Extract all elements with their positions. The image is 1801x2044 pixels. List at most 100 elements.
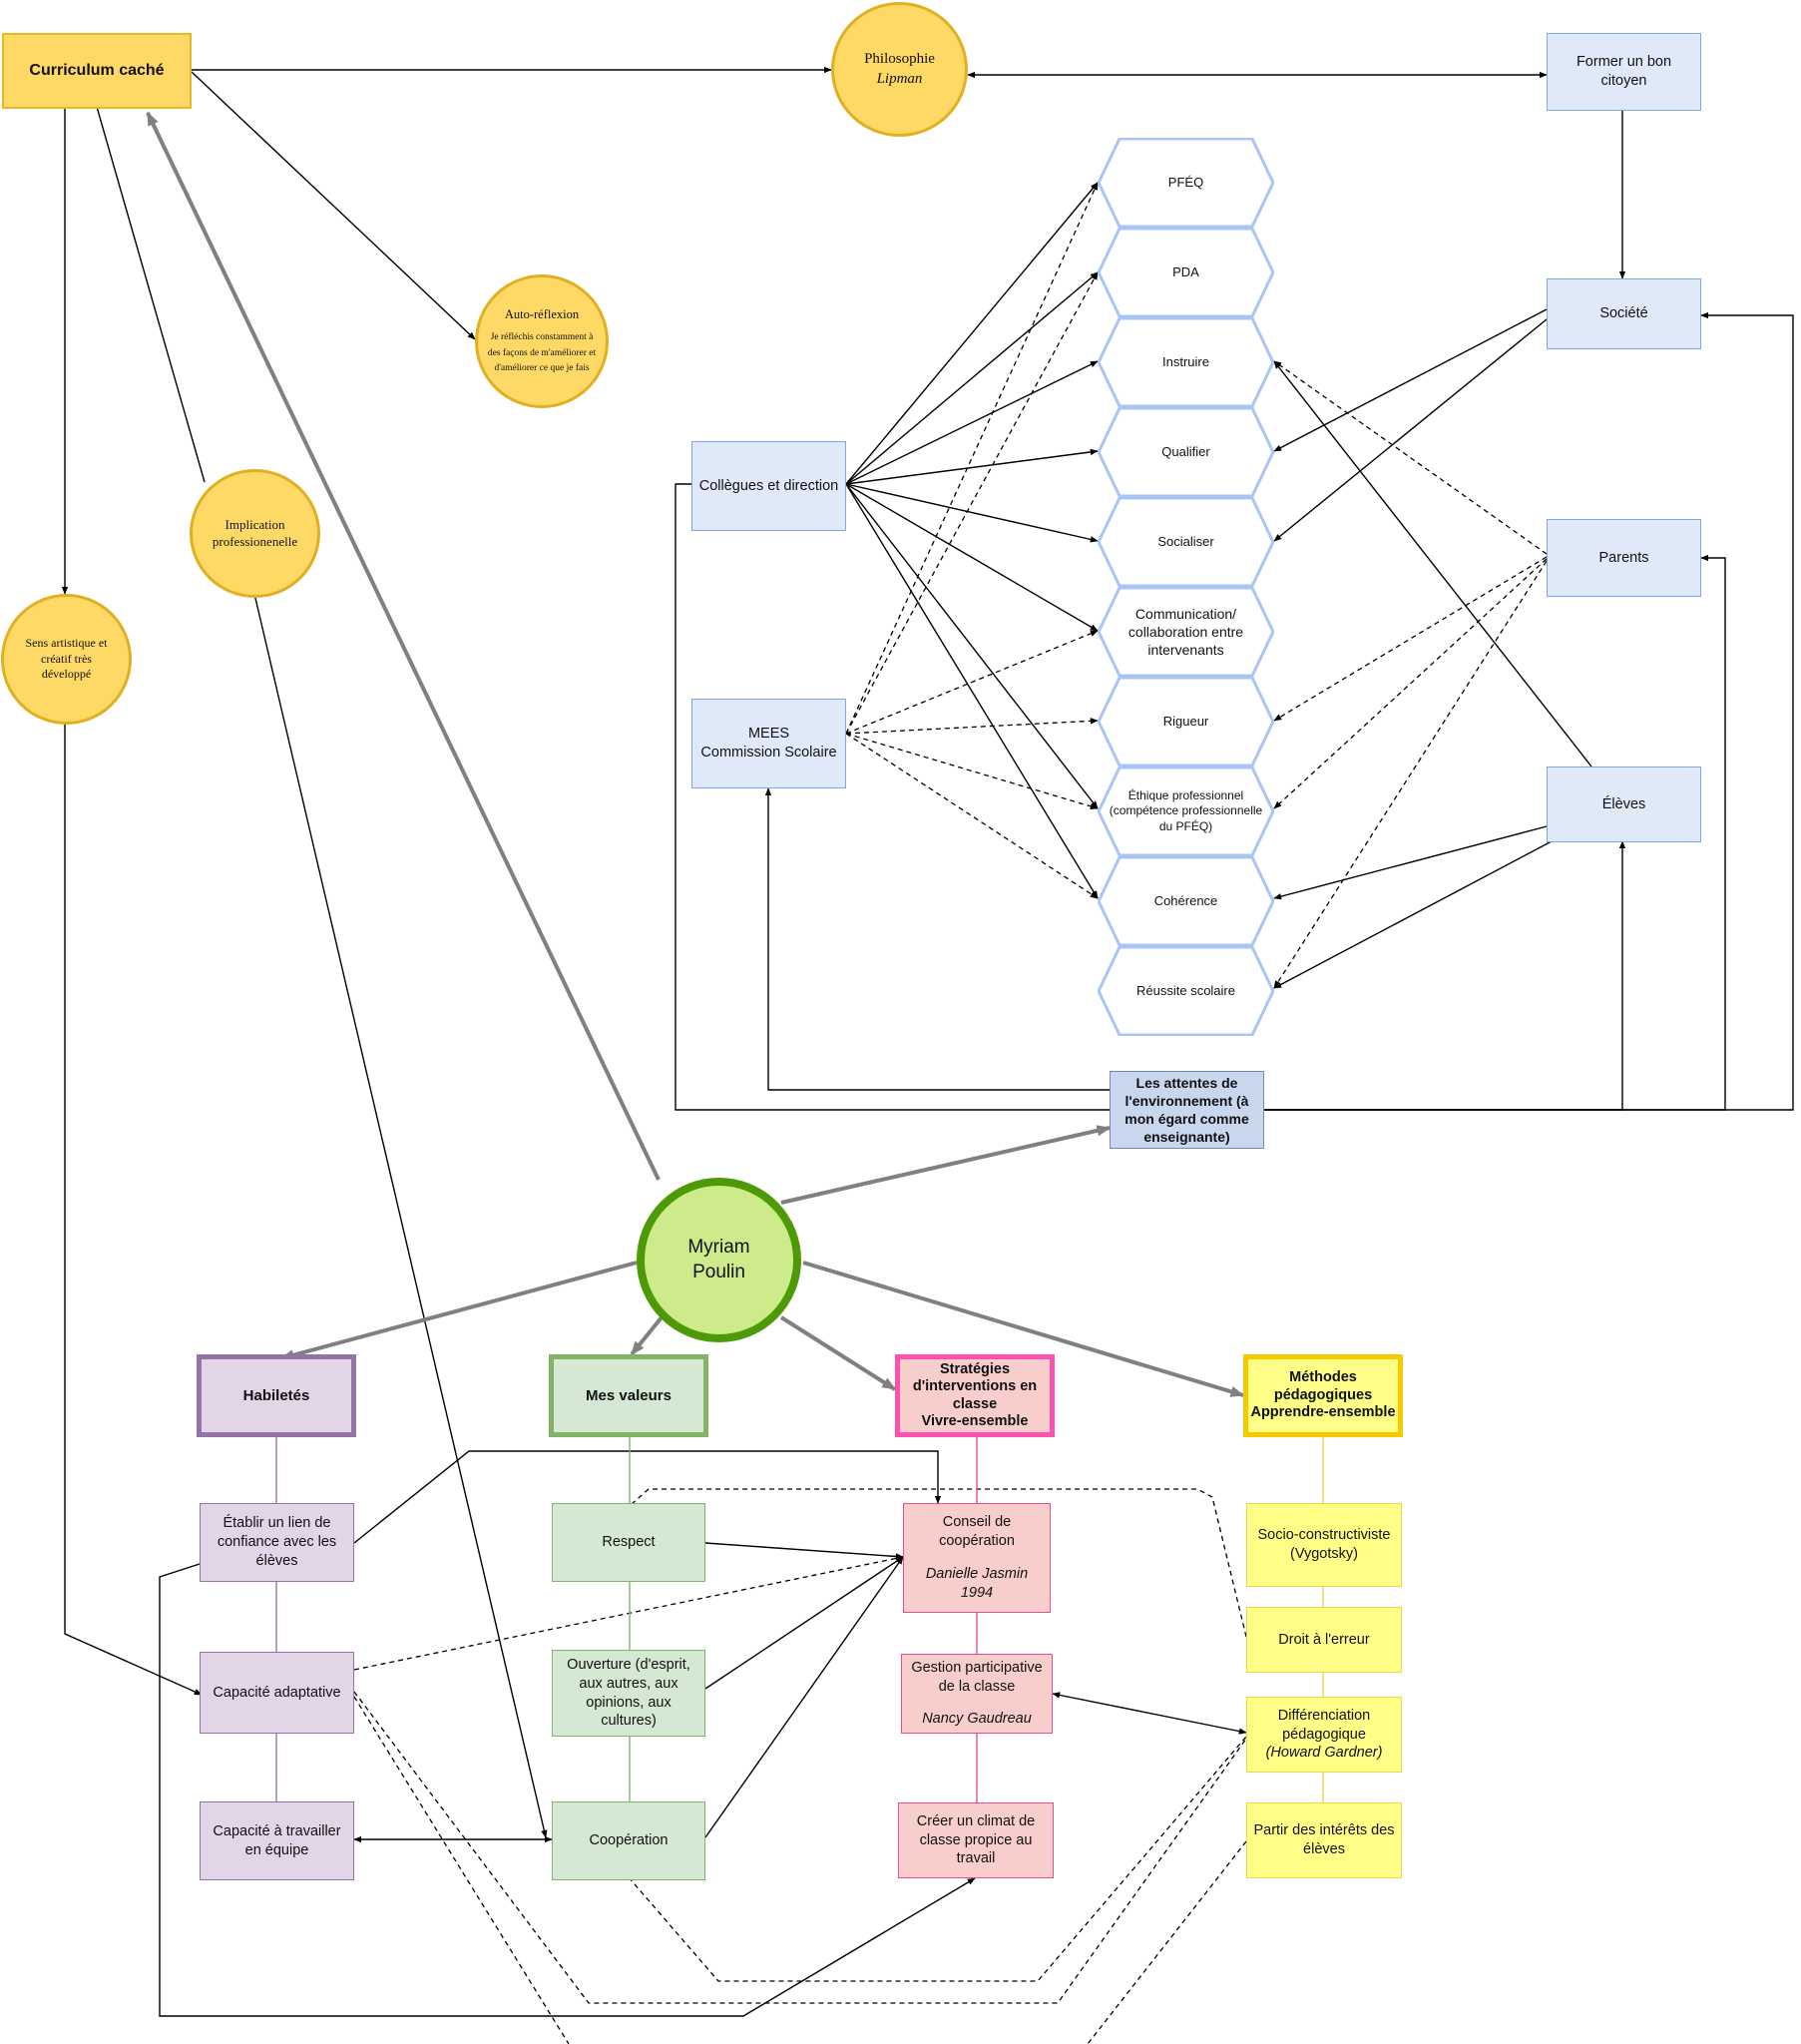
edge-attentes-eleves <box>1264 840 1626 1111</box>
hexagon-label-6: Rigueur <box>1162 713 1209 729</box>
societe-label: Société <box>1599 305 1648 322</box>
hexagon-label-7: Éthique professionnel (compétence profes… <box>1109 787 1263 833</box>
edge-sens-capacite <box>64 724 203 1696</box>
edge-gestion-diff <box>1052 1692 1247 1735</box>
hexagon-label-5: Communication/ collaboration entre inter… <box>1127 605 1244 659</box>
attentes-box[interactable]: Les attentes de l'environnement (à mon é… <box>1110 1071 1264 1149</box>
edge-curriculum-auto <box>191 71 476 340</box>
collegues-label: Collègues et direction <box>698 477 839 494</box>
hexagon-label-1: PDA <box>1172 263 1199 279</box>
hexagon-1[interactable]: PDA <box>1098 228 1274 317</box>
auto-reflexion-text: Je réfléchis constamment à des façons de… <box>487 332 597 373</box>
hexagon-0[interactable]: PFÉQ <box>1098 138 1274 228</box>
edge-respect-conseil <box>704 1542 904 1560</box>
philosophie-label: Philosophie <box>864 51 935 67</box>
methodes-header-label: Méthodes pédagogiques Apprendre-ensemble <box>1250 1369 1396 1421</box>
hexagon-9[interactable]: Réussite scolaire <box>1098 946 1274 1036</box>
hexagon-2[interactable]: Instruire <box>1098 317 1274 407</box>
edge-implication-cooperation <box>253 593 548 1838</box>
edge-central-habiletes <box>279 1261 638 1361</box>
implication-circle[interactable]: Implication professionenelle <box>190 469 320 598</box>
hexagon-4[interactable]: Socialiser <box>1098 497 1274 587</box>
edge-central-curriculum <box>146 111 661 1181</box>
edge-attentes-societe <box>1264 311 1794 1111</box>
former-citoyen-label: Former un bon citoyen <box>1576 54 1672 89</box>
strategie-gestion-label: Gestion participative de la classe <box>911 1659 1043 1695</box>
mees-box[interactable]: MEES Commission Scolaire <box>691 699 846 788</box>
hexagon-3[interactable]: Qualifier <box>1098 407 1274 497</box>
hexagon-8[interactable]: Cohérence <box>1098 856 1274 946</box>
habilete-item-equipe-label: Capacité à travailler en équipe <box>213 1822 341 1858</box>
implication-label: Implication professionenelle <box>212 516 298 549</box>
habiletes-header-label: Habiletés <box>242 1386 310 1404</box>
auto-reflexion-circle[interactable]: Auto-réflexion Je réfléchis constamment … <box>475 274 609 408</box>
attentes-label: Les attentes de l'environnement (à mon é… <box>1125 1074 1249 1146</box>
methode-socio[interactable]: Socio-constructiviste (Vygotsky) <box>1246 1503 1402 1587</box>
habilete-item-adaptative[interactable]: Capacité adaptative <box>200 1652 354 1734</box>
methode-diff[interactable]: Différenciation pédagogique (Howard Gard… <box>1246 1697 1402 1773</box>
valeur-item-ouverture-label: Ouverture (d'esprit, aux autres, aux opi… <box>567 1656 690 1730</box>
curriculum-cache-label: Curriculum caché <box>29 61 165 79</box>
habilete-item-adaptative-label: Capacité adaptative <box>213 1684 341 1701</box>
central-node[interactable]: Myriam Poulin <box>637 1178 801 1342</box>
curriculum-cache-box[interactable]: Curriculum caché <box>2 33 192 109</box>
strategie-gestion-author: Nancy Gaudreau <box>922 1711 1032 1728</box>
methodes-header[interactable]: Méthodes pédagogiques Apprendre-ensemble <box>1243 1354 1403 1437</box>
valeur-item-respect[interactable]: Respect <box>552 1503 705 1582</box>
former-citoyen-box[interactable]: Former un bon citoyen <box>1547 33 1701 111</box>
methode-socio-label: Socio-constructiviste (Vygotsky) <box>1257 1527 1391 1562</box>
parents-box[interactable]: Parents <box>1547 519 1701 597</box>
strategies-header[interactable]: Stratégies d'interventions en classe Viv… <box>895 1354 1055 1437</box>
habiletes-header[interactable]: Habiletés <box>197 1354 356 1437</box>
hexagon-5[interactable]: Communication/ collaboration entre inter… <box>1098 587 1274 677</box>
valeurs-header-label: Mes valeurs <box>586 1386 672 1404</box>
valeur-item-cooperation[interactable]: Coopération <box>552 1801 705 1880</box>
valeur-item-respect-label: Respect <box>602 1534 656 1551</box>
strategie-gestion[interactable]: Gestion participative de la classe Nancy… <box>901 1654 1053 1734</box>
edge-central-strategies <box>779 1315 897 1391</box>
valeurs-header[interactable]: Mes valeurs <box>549 1354 708 1437</box>
edge-cooperation-conseil <box>704 1556 904 1838</box>
methode-droit[interactable]: Droit à l'erreur <box>1246 1607 1402 1673</box>
edge-attentes-collegues <box>675 480 1110 1111</box>
hexagon-label-9: Réussite scolaire <box>1136 982 1235 998</box>
collegues-box[interactable]: Collègues et direction <box>691 441 846 531</box>
strategie-conseil[interactable]: Conseil de coopération Danielle Jasmin 1… <box>903 1503 1051 1613</box>
hexagon-label-2: Instruire <box>1162 353 1209 369</box>
edge-partir-loop <box>1087 1840 1247 2044</box>
strategie-climat[interactable]: Créer un climat de classe propice au tra… <box>898 1802 1054 1878</box>
edge-capacite-partir <box>353 1696 570 2044</box>
edge-curriculum-implication <box>96 106 206 483</box>
hexagon-label-0: PFÉQ <box>1167 174 1204 190</box>
strategie-conseil-author: Danielle Jasmin 1994 <box>925 1566 1029 1601</box>
eleves-box[interactable]: Élèves <box>1547 766 1701 842</box>
valeur-item-cooperation-label: Coopération <box>589 1832 669 1849</box>
habilete-item-equipe[interactable]: Capacité à travailler en équipe <box>200 1801 354 1880</box>
edge-lien-climat <box>159 1563 976 2017</box>
hexagon-6[interactable]: Rigueur <box>1098 677 1274 766</box>
valeur-item-ouverture[interactable]: Ouverture (d'esprit, aux autres, aux opi… <box>552 1650 705 1737</box>
edge-capacite-conseil <box>353 1555 904 1671</box>
habilete-item-lien[interactable]: Établir un lien de confiance avec les él… <box>200 1503 354 1582</box>
eleves-label: Élèves <box>1601 795 1646 812</box>
methode-diff-label: Différenciation pédagogique <box>1277 1707 1371 1743</box>
edge-ouverture-conseil <box>704 1556 904 1690</box>
strategie-climat-label: Créer un climat de classe propice au tra… <box>916 1812 1036 1867</box>
edge-central-attentes <box>780 1125 1112 1205</box>
societe-box[interactable]: Société <box>1547 278 1701 349</box>
methode-diff-author: (Howard Gardner) <box>1265 1745 1383 1762</box>
philosophie-circle[interactable]: Philosophie Lipman <box>831 2 968 137</box>
edge-central-methodes <box>802 1261 1245 1397</box>
hexagon-label-4: Socialiser <box>1157 533 1214 549</box>
edge-capacite-diff <box>353 1691 1247 2004</box>
edge-central-valeurs <box>630 1315 664 1356</box>
hexagon-7[interactable]: Éthique professionnel (compétence profes… <box>1098 766 1274 856</box>
sens-artistique-circle[interactable]: Sens artistique et créatif très développ… <box>1 594 132 725</box>
edge-cooperation-diff <box>628 1736 1247 1982</box>
sens-artistique-label: Sens artistique et créatif très développ… <box>25 636 108 682</box>
central-name: Myriam Poulin <box>687 1236 750 1282</box>
strategie-conseil-label: Conseil de coopération <box>939 1514 1015 1550</box>
methode-partir[interactable]: Partir des intérêts des élèves <box>1246 1802 1402 1878</box>
